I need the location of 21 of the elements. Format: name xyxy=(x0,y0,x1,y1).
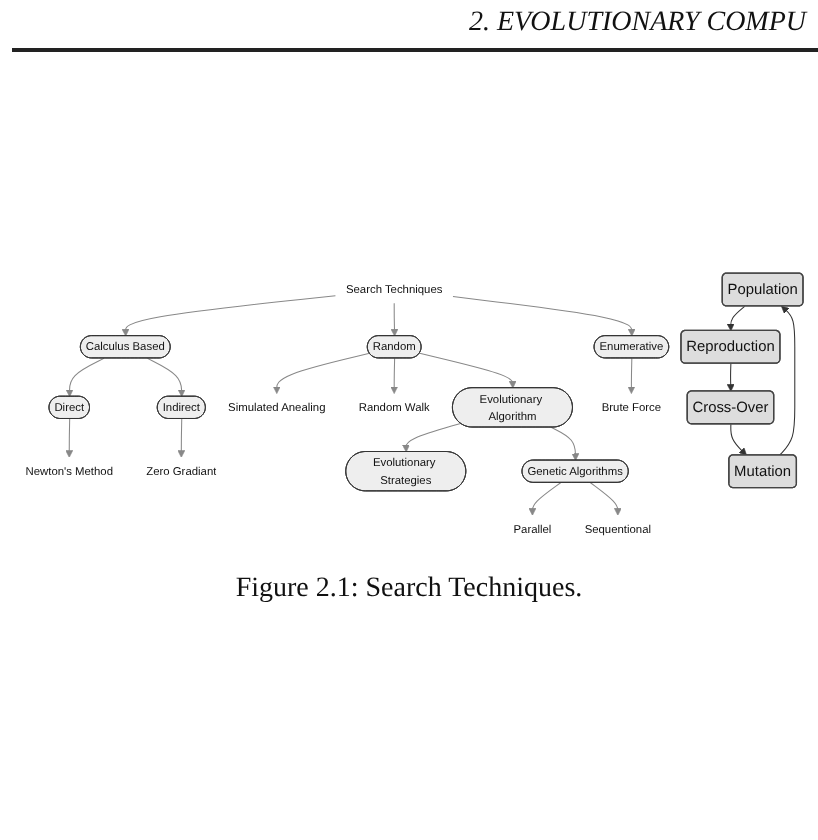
figure-caption: Figure 2.1: Search Techniques. xyxy=(235,574,583,604)
arrow xyxy=(390,302,399,337)
arrow xyxy=(528,482,562,516)
arrow xyxy=(147,357,186,397)
arrow xyxy=(726,305,746,332)
arrow xyxy=(177,418,186,458)
arrow xyxy=(402,422,462,453)
arrow xyxy=(390,357,399,394)
arrow xyxy=(65,357,105,397)
arrow xyxy=(551,426,580,461)
arrow xyxy=(730,423,747,456)
arrow xyxy=(726,363,735,392)
arrow xyxy=(65,418,74,458)
arrow xyxy=(272,352,371,394)
arrow xyxy=(627,357,636,394)
arrow xyxy=(121,295,336,337)
running-header: 2. EVOLUTIONARY COMPU xyxy=(469,8,806,40)
arrow xyxy=(779,305,796,456)
arrow xyxy=(589,482,622,516)
arrow xyxy=(452,296,636,337)
arrow xyxy=(419,352,517,389)
